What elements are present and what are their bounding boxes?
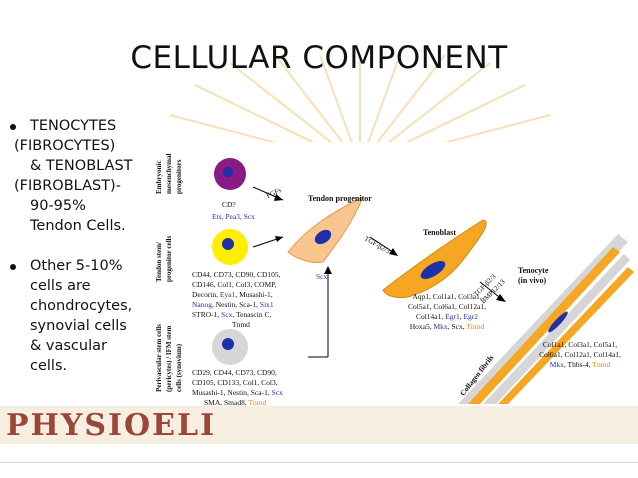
bottom-divider [0,462,638,463]
progenitor-title: Tendon progenitor [308,194,372,203]
side-label-perivascular: Perivascular stem cells (pericytes) / IF… [155,324,183,392]
bullet-text: chondrocytes, [30,298,133,314]
progenitor-marker: Scx [316,272,328,281]
bullet-text: TENOCYTES [30,118,117,134]
nucleus-icon [223,167,233,177]
bullet-text: Other 5-10% [30,258,123,274]
tendon-cell-lineage-figure: Embryonic mesenchymal progenitors Tendon… [155,142,634,407]
banner-logo-text: PHYSIOELI [6,408,217,443]
cell1-label: CD? [222,200,236,209]
bullet-text: 90-95% [30,198,86,214]
bullet-item-other-cells: Other 5-10% [8,256,158,276]
cell3-markers: CD29, CD44, CD73, CD90, CD105, CD133, Co… [192,368,283,407]
lineage-diagram [212,158,634,404]
tenoblast-markers: Aqp1, Col1a1, Col3a1, Col5a1, Col6a1, Co… [407,292,487,331]
bullet-text: (FIBROCYTES) [14,138,116,154]
tenocyte-markers: Col1a1, Col3a1, Col5a1, Col6a1, Col12a1,… [539,340,621,369]
tenoblast-cell [382,219,487,299]
bullet-text: Tendon Cells. [30,218,126,234]
bullet-dot-icon [10,264,16,270]
bullet-list: TENOCYTES (FIBROCYTES) & TENOBLAST (FIBR… [8,116,158,376]
bullet-item-tenocytes: TENOCYTES [8,116,158,136]
bullet-text: cells are [30,278,91,294]
bullet-text: & TENOBLAST [30,158,133,174]
bullet-text: (FIBROBLAST)- [14,178,121,194]
bullet-text: synovial cells [30,318,127,334]
nucleus-icon [222,338,234,350]
tenocyte-title: Tenocyte (in vivo) [518,266,549,285]
bullet-text: & vascular [30,338,107,354]
cell2-markers: CD44, CD73, CD90, CD105, CD146, Col1, Co… [192,270,281,329]
tenocyte-collagen-bundle [458,234,634,404]
bullet-dot-icon [10,124,16,130]
side-label-embryonic: Embryonic mesenchymal progenitors [155,153,183,194]
side-label-tendon-stem: Tendon stem/ progenitor cells [155,235,173,282]
nucleus-icon [420,261,446,279]
cell1-markers: Ets, Pea3, Scx [212,212,255,221]
banner-strip [0,406,638,444]
nucleus-icon [548,311,568,333]
nucleus-icon [222,238,234,250]
bullet-text: cells. [30,358,68,374]
slide-title: CELLULAR COMPONENT [130,40,508,76]
tendon-progenitor-cell [287,195,364,263]
nucleus-icon [314,229,332,245]
tenoblast-title: Tenoblast [423,228,457,237]
